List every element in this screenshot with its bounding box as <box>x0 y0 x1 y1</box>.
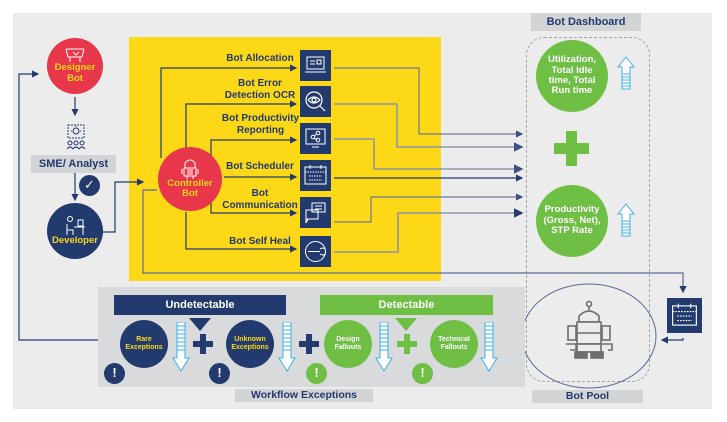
metric-productivity-up-arrow-icon <box>617 203 635 237</box>
share-monitor-icon <box>305 128 326 148</box>
robot-icon <box>566 300 613 359</box>
function-label-bot-scheduler: Bot Scheduler <box>226 161 294 172</box>
bot-communication-tile <box>300 197 331 228</box>
undetectable-header: Undetectable <box>114 295 286 315</box>
rare-exceptions-label: Rare Exceptions <box>125 336 163 351</box>
metric-productivity-label: Productivity (Gross, Net), STP Rate <box>543 204 601 237</box>
developer-node: Developer <box>47 203 103 259</box>
unknown-down-arrow-icon <box>278 322 296 372</box>
bot-error-detection-tile <box>300 86 331 117</box>
calendar-icon <box>672 303 697 326</box>
metric-productivity: Productivity (Gross, Net), STP Rate <box>536 185 608 257</box>
detectable-pointer <box>395 318 417 331</box>
developer-label: Developer <box>52 234 98 246</box>
plus-icon-green <box>397 334 417 354</box>
plus-icon-navy-1 <box>193 334 213 354</box>
bot-dashboard-title: Bot Dashboard <box>531 13 641 31</box>
bot-pool-label: Bot Pool <box>532 390 643 403</box>
controller-robot-icon <box>181 159 199 179</box>
eye-magnifier-icon <box>305 91 326 112</box>
design-fallouts-label: Design Fallouts <box>334 336 362 351</box>
designer-workstation-icon <box>65 48 85 63</box>
dashboard-plus-icon <box>554 131 589 166</box>
function-label-bot-allocation: Bot Allocation <box>226 53 294 64</box>
designer-bot-node: Designer Bot <box>47 38 103 94</box>
unknown-exceptions-node: Unknown Exceptions <box>226 320 274 368</box>
function-label-bot-self-heal: Bot Self Heal <box>229 236 291 247</box>
check-badge: ✓ <box>79 175 100 196</box>
alert-icon-design: ! <box>306 363 327 384</box>
rare-down-arrow-icon <box>172 322 190 372</box>
alert-icon-technical: ! <box>412 363 433 384</box>
designer-bot-label-line2: Bot <box>67 72 83 84</box>
developer-at-desk-icon <box>66 215 85 235</box>
laptop-icon <box>305 56 326 73</box>
wrench-icon <box>305 241 326 262</box>
metric-utilization: Utilization, Total Idle time, Total Run … <box>536 40 608 112</box>
metric-utilization-label: Utilization, Total Idle time, Total Run … <box>547 54 597 97</box>
bot-self-heal-tile <box>300 236 331 267</box>
unknown-exceptions-label: Unknown Exceptions <box>231 336 269 351</box>
technical-fallouts-node: Technical Fallouts <box>430 320 478 368</box>
design-down-arrow-icon <box>375 322 393 372</box>
function-label-bot-productivity: Bot Productivity Reporting <box>221 113 300 136</box>
controller-bot-label-line1: Controller <box>167 177 213 189</box>
controller-bot-label-line2: Bot <box>182 188 198 199</box>
controller-bot-node: Controller Bot <box>158 147 222 211</box>
detectable-header: Detectable <box>320 295 493 315</box>
alert-icon-unknown: ! <box>209 363 230 384</box>
chat-bubbles-icon <box>305 202 326 224</box>
designer-bot-label-line1: Designer <box>54 62 96 74</box>
technical-down-arrow-icon <box>480 322 498 372</box>
metric-utilization-up-arrow-icon <box>617 56 635 90</box>
undetectable-pointer <box>189 318 211 331</box>
bot-pool-scheduler-tile <box>667 298 702 333</box>
design-fallouts-node: Design Fallouts <box>324 320 372 368</box>
function-label-bot-communication: Bot Communication <box>222 188 298 211</box>
bot-scheduler-tile <box>300 160 331 191</box>
sme-analyst-icon <box>66 124 86 150</box>
alert-icon-rare: ! <box>104 363 125 384</box>
bot-productivity-tile <box>300 123 331 154</box>
plus-icon-navy-2 <box>299 334 319 354</box>
function-label-bot-error-detection: Bot Error Detection OCR <box>224 78 296 101</box>
workflow-exceptions-title: Workflow Exceptions <box>235 389 373 402</box>
technical-fallouts-label: Technical Fallouts <box>438 336 470 351</box>
calendar-icon <box>304 165 327 185</box>
bot-allocation-tile <box>300 50 331 81</box>
sme-analyst-label: SME/ Analyst <box>31 155 116 173</box>
rare-exceptions-node: Rare Exceptions <box>120 320 168 368</box>
